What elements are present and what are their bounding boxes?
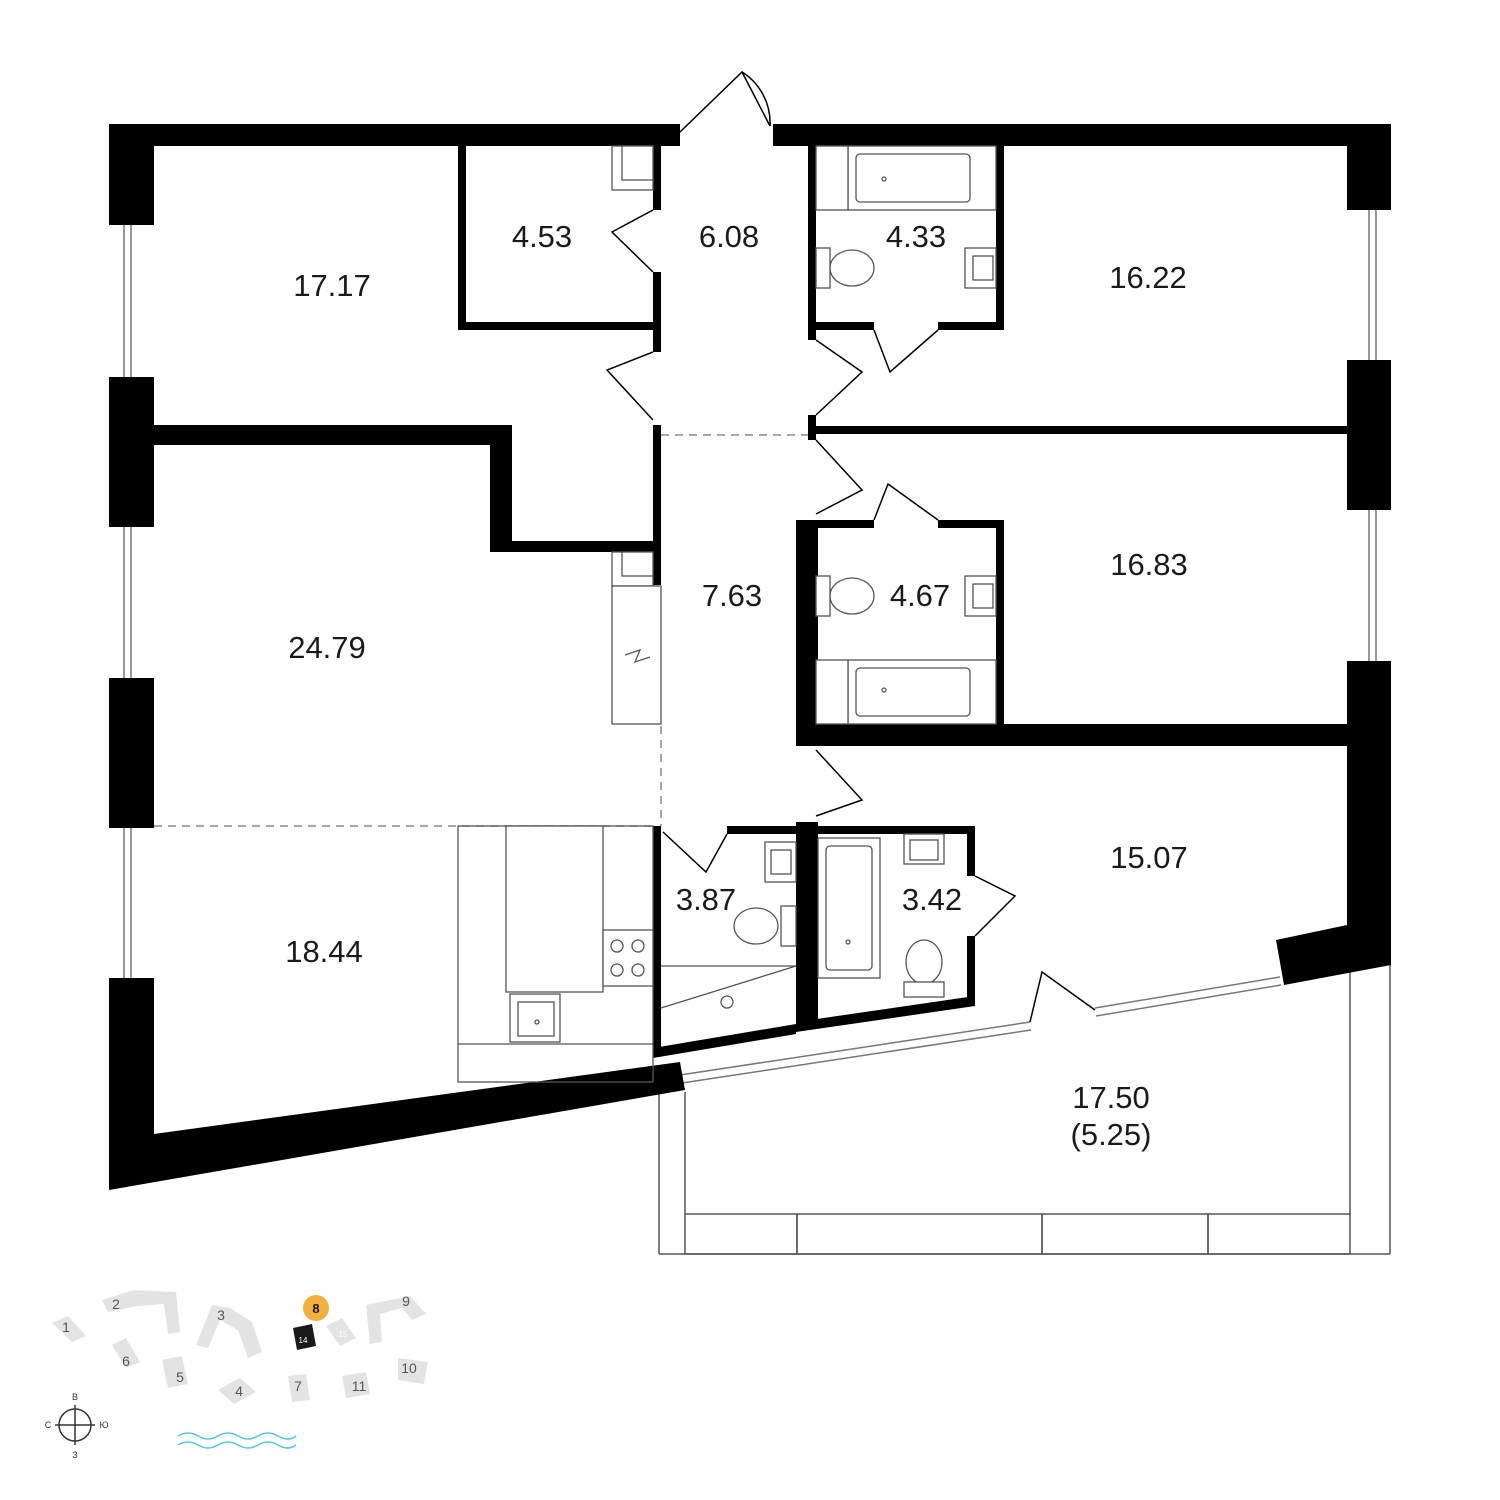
building-label: 9 [402,1293,410,1309]
windows [123,210,1377,1084]
room-labels: 17.17 4.53 6.08 4.33 16.22 24.79 7.63 4.… [285,219,1188,1152]
area-label: 16.22 [1109,260,1187,295]
area-label: 18.44 [285,934,363,969]
area-label: 15.07 [1110,840,1188,875]
compass-east: Ю [99,1420,108,1430]
area-label: 7.63 [702,578,762,613]
area-label: 3.42 [902,882,962,917]
balcony-reduced-area-label: (5.25) [1071,1117,1152,1152]
building-label: 1 [62,1319,70,1335]
fixtures [457,145,997,1083]
building-label: 11 [352,1378,367,1394]
water-icon [177,1432,297,1449]
balcony-area-label: 17.50 [1072,1080,1150,1115]
area-label: 4.67 [890,578,950,613]
building-label: 3 [217,1307,225,1323]
compass-north: В [72,1392,78,1402]
area-label: 17.17 [293,268,371,303]
compass-south: З [72,1450,77,1460]
current-building-marker [293,1324,316,1350]
structural-walls [109,124,1391,1190]
site-map: 1 2 3 6 5 4 7 11 10 9 15 14 8 [52,1290,428,1404]
area-label: 6.08 [699,219,759,254]
building-label: 7 [294,1378,302,1394]
site-buildings [52,1290,428,1404]
compass-west: С [45,1420,52,1430]
building-label: 5 [176,1369,184,1385]
compass-icon: В С Ю З [45,1392,109,1460]
doors [605,70,1096,1023]
area-label: 3.87 [676,882,736,917]
building-label: 15 [339,1330,348,1339]
area-label: 24.79 [288,630,366,665]
zone-dividers [154,434,808,827]
building-label: 10 [401,1360,417,1376]
highlighted-building-label: 8 [312,1301,319,1316]
building-label: 14 [299,1336,308,1345]
area-label: 4.53 [512,219,572,254]
area-label: 16.83 [1110,547,1188,582]
balcony-outline [658,960,1391,1255]
building-label: 6 [122,1353,130,1369]
building-label: 4 [235,1383,243,1399]
area-label: 4.33 [886,219,946,254]
building-label: 2 [112,1296,120,1312]
highlight-badge [303,1295,329,1321]
interior-walls [458,140,1347,1058]
